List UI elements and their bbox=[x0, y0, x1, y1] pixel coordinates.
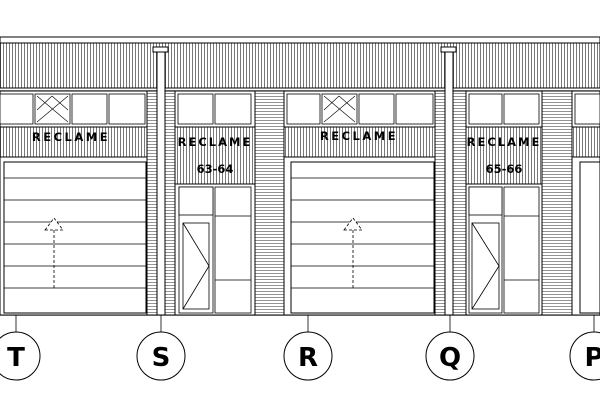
sign-reclame-r: RECLAME bbox=[320, 129, 398, 143]
door-open-arrow bbox=[343, 217, 363, 290]
sign-reclame-q: RECLAME bbox=[467, 135, 542, 149]
grid-axis-q: Q bbox=[425, 315, 475, 381]
bay-s-office bbox=[174, 90, 256, 316]
svg-text:P: P bbox=[584, 343, 600, 373]
column-hatch bbox=[541, 90, 573, 316]
bay-p-partial bbox=[571, 90, 600, 316]
column-hatch bbox=[254, 90, 285, 316]
door-open-arrow bbox=[44, 217, 64, 290]
sign-unit-65-66: 65-66 bbox=[486, 162, 523, 176]
sign-reclame-t: RECLAME bbox=[32, 130, 110, 144]
grid-axis-p: P bbox=[569, 315, 600, 381]
grid-axis-r: R bbox=[283, 315, 333, 381]
svg-text:Q: Q bbox=[439, 343, 461, 373]
grid-axis-s: S bbox=[136, 315, 186, 381]
downpipe-q bbox=[440, 46, 457, 316]
bay-q-office bbox=[465, 90, 543, 316]
svg-text:S: S bbox=[152, 343, 171, 373]
svg-text:T: T bbox=[7, 343, 25, 373]
svg-text:R: R bbox=[298, 343, 318, 373]
sign-unit-63-64: 63-64 bbox=[197, 162, 234, 176]
roof-fascia bbox=[0, 36, 600, 92]
bay-r bbox=[283, 90, 436, 316]
sign-reclame-s: RECLAME bbox=[178, 135, 253, 149]
grid-axis-t: T bbox=[0, 315, 41, 381]
bay-t bbox=[0, 90, 148, 316]
